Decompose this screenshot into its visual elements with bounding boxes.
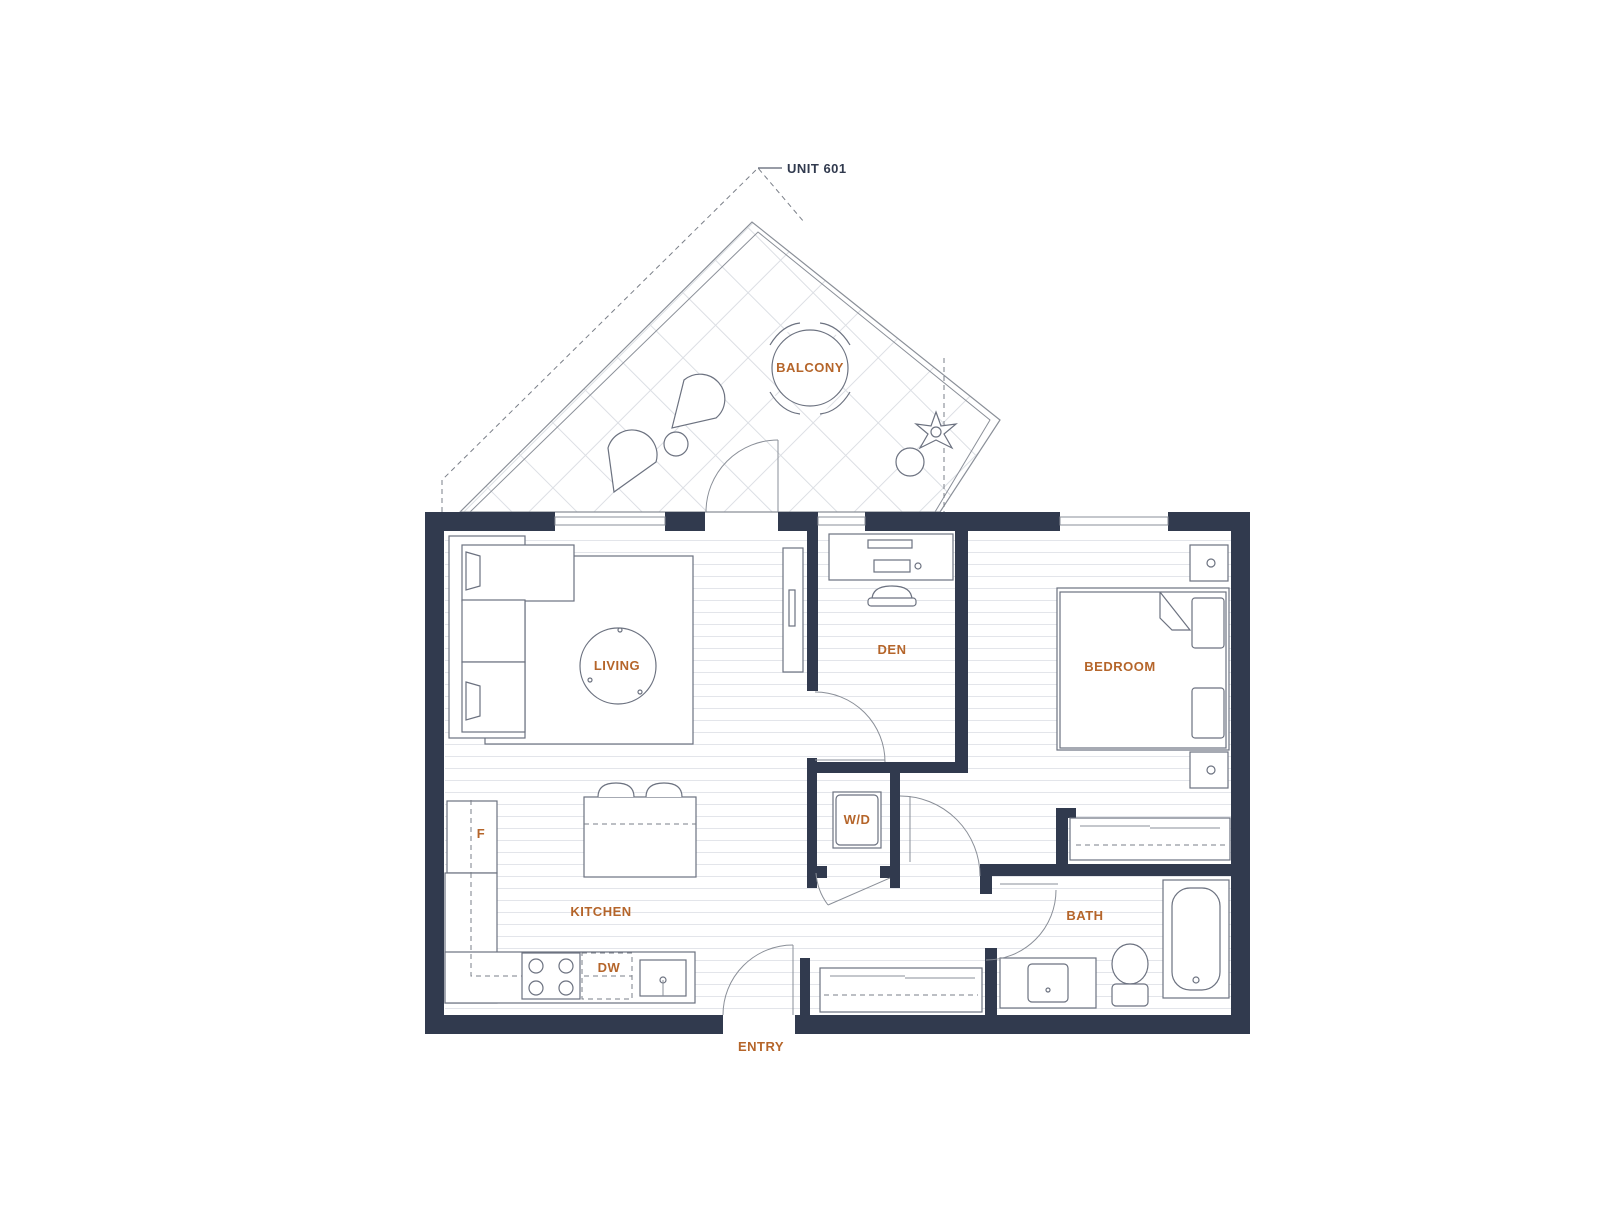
balcony-chair [671, 373, 726, 429]
unit-boundary-dashed [441, 167, 805, 512]
windows [554, 516, 1169, 526]
den-furniture [814, 533, 954, 763]
kitchen-island [583, 796, 697, 878]
bath-label: BATH [1066, 908, 1103, 923]
pillow [1191, 597, 1225, 649]
dw-label: DW [598, 960, 621, 975]
bedroom-label: BEDROOM [1084, 659, 1155, 674]
wardrobe [1069, 817, 1231, 861]
desk-chair [871, 585, 913, 601]
den-label: DEN [878, 642, 907, 657]
balcony-label: BALCONY [776, 360, 844, 375]
planter-icon [895, 447, 925, 477]
balcony-table [771, 329, 849, 407]
bar-stool [597, 782, 635, 798]
living-label: LIVING [594, 658, 640, 673]
fridge [446, 800, 498, 874]
plant-icon [914, 410, 958, 450]
bedroom-furniture [1056, 544, 1231, 861]
pillow [1191, 687, 1225, 739]
unit-callout-label: UNIT 601 [787, 161, 847, 176]
toilet [1111, 943, 1149, 985]
entry-closet [819, 967, 983, 1013]
kitchen-label: KITCHEN [570, 904, 631, 919]
dishwasher [581, 952, 633, 1000]
bar-stool [645, 782, 683, 798]
walls [425, 512, 1250, 1034]
fridge-label: F [477, 826, 485, 841]
washer-dryer [815, 791, 981, 906]
balcony-chair [607, 429, 658, 494]
bath-fixtures [985, 879, 1230, 1009]
nightstand [1189, 751, 1229, 789]
living-furniture [448, 535, 804, 745]
coffee-table [579, 627, 657, 705]
room-labels: UNIT 601 BALCONY LIVING DEN BEDROOM W/D … [477, 161, 1155, 1054]
entry-label: ENTRY [738, 1039, 784, 1054]
side-table [663, 431, 689, 457]
kitchen-fixtures [444, 782, 983, 1016]
wd-label: W/D [844, 812, 871, 827]
balcony-area [441, 167, 1001, 513]
